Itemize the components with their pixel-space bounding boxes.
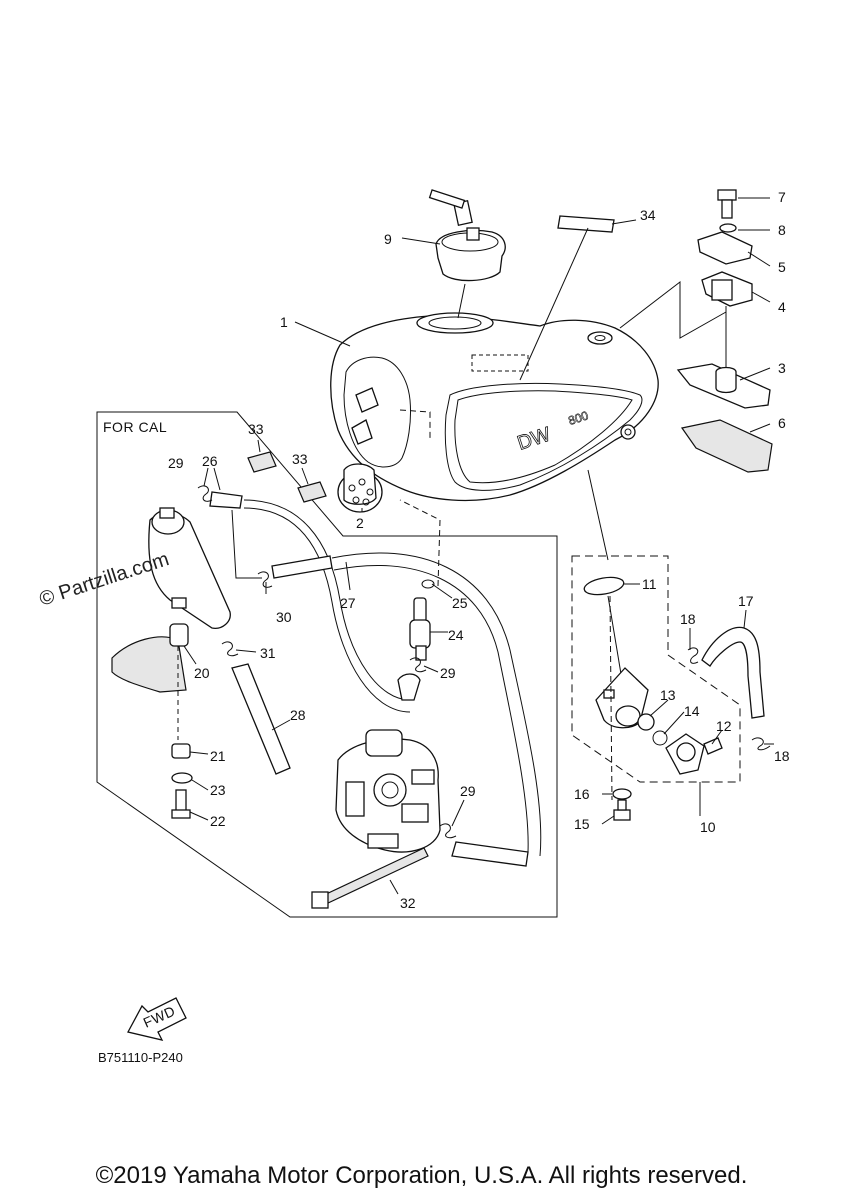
rear-bracket-6 [680,419,773,473]
tank-grommet [587,331,613,345]
callout-24: 24 [448,627,464,643]
fuel-cock-filter-gasket [583,576,625,596]
partzilla-watermark: © Partzilla.com [37,548,172,611]
fuel-tank-parts-diagram: FOR CAL DW 800 [37,189,790,1065]
clip-29a [197,485,213,502]
drawing-id: B751110-P240 [98,1050,183,1065]
for-cal-label: FOR CAL [103,419,167,435]
leader-lines [183,197,774,895]
clip-30 [257,571,273,588]
callout-31: 31 [260,645,276,661]
callout-29c: 29 [460,783,476,799]
callout-27: 27 [340,595,356,611]
fuel-hose-17 [701,626,765,719]
callout-32: 32 [400,895,416,911]
svg-text:800: 800 [567,408,591,428]
callout-34: 34 [640,207,656,223]
callout-1: 1 [280,314,288,330]
sticker-33a [247,451,277,473]
callout-33a: 33 [248,421,264,437]
callout-30: 30 [276,609,292,625]
callout-10: 10 [700,819,716,835]
callout-25: 25 [452,595,468,611]
callout-29a: 29 [168,455,184,471]
washer-8 [719,223,737,233]
sticker-33b [297,481,327,503]
rear-bracket-3 [676,363,771,409]
drain-bolt-15 [613,799,631,821]
callout-8: 8 [778,222,786,238]
callout-15: 15 [574,816,590,832]
callout-33b: 33 [292,451,308,467]
collar-21 [171,743,191,759]
canister-bracket [111,636,187,693]
callout-20: 20 [194,665,210,681]
fuel-cock-lever-plate [665,733,705,775]
callout-7: 7 [778,189,786,205]
tank-damper [337,463,383,513]
hose-end-27 [451,841,529,867]
fuel-cap [428,189,506,282]
carburetor [335,729,441,853]
callout-18b: 18 [774,748,790,764]
callout-26: 26 [202,453,218,469]
fuel-tank: DW 800 [330,312,659,502]
clip-31 [221,641,239,657]
washer-16 [612,788,632,800]
canister [148,507,231,629]
callout-2: 2 [356,515,364,531]
fuel-cock-seal-13 [637,713,655,731]
callout-23: 23 [210,782,226,798]
clip-18b [751,737,771,751]
grommet-20 [169,623,189,647]
tank-label-sticker [557,215,615,233]
copyright-notice: ©2019 Yamaha Motor Corporation, U.S.A. A… [95,1162,748,1189]
washer-23 [171,772,193,784]
bracket-5 [697,231,753,265]
callout-14: 14 [684,703,700,719]
clip-18a [687,647,699,664]
check-valve-24 [409,597,431,661]
fwd-arrow: FWD [127,997,187,1041]
callout-numbers: 1 2 3 4 5 6 7 8 9 10 11 12 13 14 15 16 1… [168,189,790,911]
callout-21: 21 [210,748,226,764]
callout-12: 12 [716,718,732,734]
fuel-cock-oring-14 [652,730,668,746]
callout-6: 6 [778,415,786,431]
hose-28 [231,663,291,775]
clip-29b [409,657,427,673]
callout-11: 11 [642,576,657,592]
clip-29c [439,823,457,839]
bolt-22 [171,789,191,819]
callout-4: 4 [778,299,786,315]
hose-26 [209,491,243,509]
callout-17: 17 [738,593,754,609]
callout-16: 16 [574,786,590,802]
hose-27 [271,555,333,579]
cable-tie-32 [311,847,429,909]
screw-12 [703,737,723,755]
fuel-cock [595,595,649,729]
callout-3: 3 [778,360,786,376]
callout-22: 22 [210,813,226,829]
callout-29b: 29 [440,665,456,681]
callout-13: 13 [660,687,676,703]
bolt-7 [717,189,737,219]
for-cal-region-outline [96,411,558,918]
bracket-4 [701,271,753,307]
callout-28: 28 [290,707,306,723]
callout-9: 9 [384,231,392,247]
callout-5: 5 [778,259,786,275]
callout-18a: 18 [680,611,696,627]
oring-25 [421,579,435,589]
